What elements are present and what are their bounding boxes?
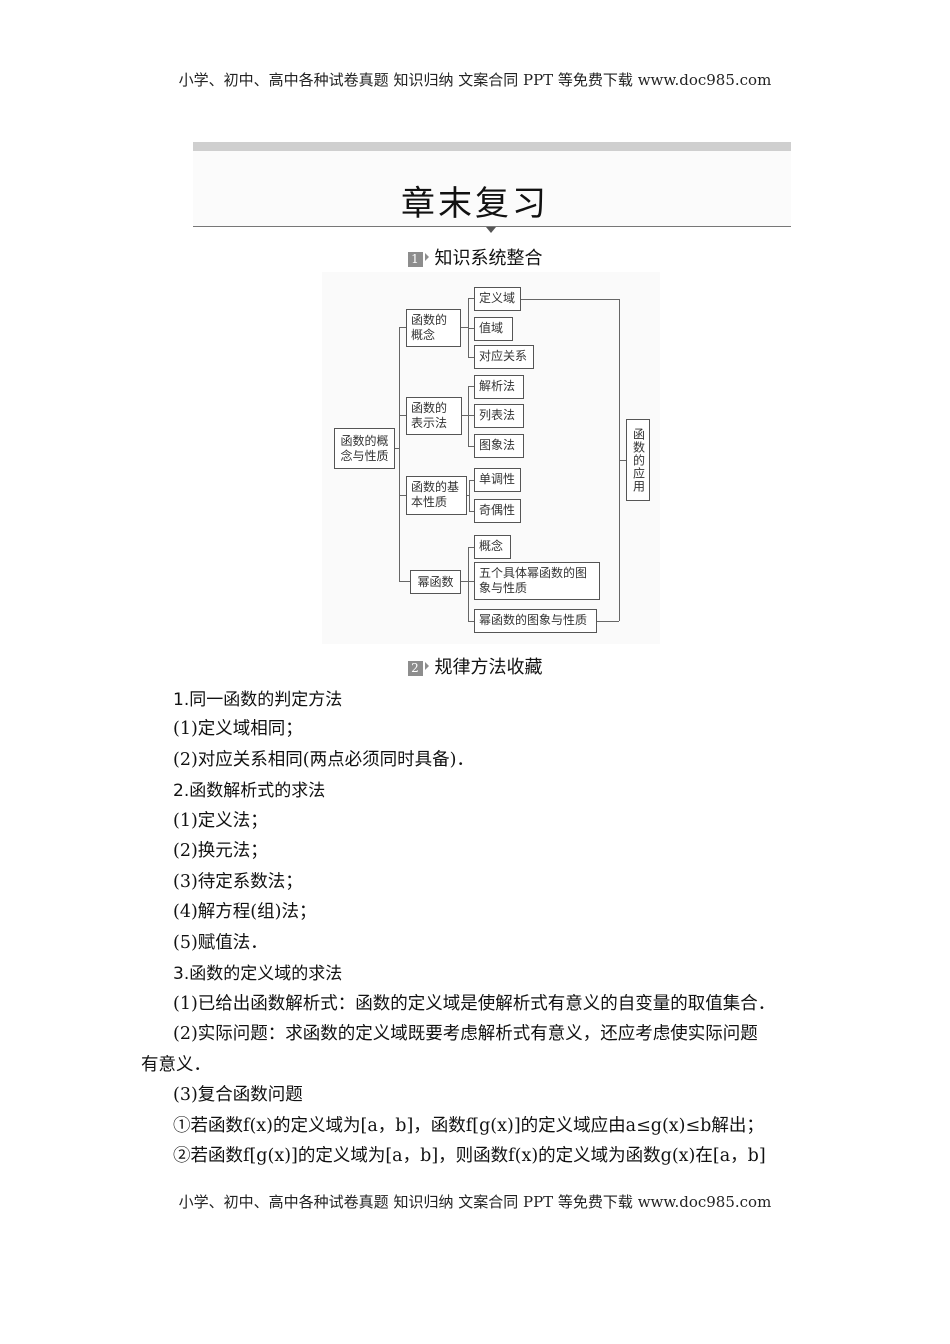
connector (395, 448, 399, 449)
list-item: (1)定义域相同； (173, 719, 303, 739)
connector (468, 328, 474, 329)
leaf-node: 概念 (474, 535, 511, 559)
chapter-banner (193, 142, 791, 226)
badge-arrow-icon (424, 253, 429, 261)
connector (462, 415, 468, 416)
connector (468, 446, 474, 447)
banner-top-bar (193, 142, 791, 151)
paragraph: ②若函数f[g(x)]的定义域为[a，b]，则函数f(x)的定义域为函数g(x)… (173, 1146, 766, 1166)
leaf-node: 对应关系 (474, 345, 534, 369)
branch-node-concept: 函数的概念 (406, 309, 461, 347)
connector (469, 480, 470, 511)
connector (461, 581, 468, 582)
knowledge-structure-diagram: 函数的概念与性质 函数的概念 定义域 值域 对应关系 函数的表示法 解析法 列表… (322, 272, 660, 644)
leaf-node: 幂函数的图象与性质 (474, 609, 597, 633)
connector (468, 386, 474, 387)
connector (399, 327, 400, 581)
connector (399, 327, 406, 328)
section-title: 知识系统整合 (434, 248, 543, 269)
leaf-node: 定义域 (474, 287, 521, 311)
connector (597, 621, 619, 622)
paragraph: (3)复合函数问题 (173, 1085, 303, 1105)
connector (467, 495, 469, 496)
branch-node-properties: 函数的基本性质 (406, 476, 467, 515)
heading-analytic-expression: 2.函数解析式的求法 (173, 781, 326, 801)
connector (469, 480, 474, 481)
connector (468, 298, 474, 299)
connector (619, 460, 626, 461)
diagram-root-node: 函数的概念与性质 (334, 428, 395, 469)
section-title: 规律方法收藏 (434, 657, 543, 678)
connector (468, 357, 474, 358)
connector (469, 511, 474, 512)
list-item: (2)对应关系相同(两点必须同时具备)． (173, 750, 474, 770)
leaf-node: 奇偶性 (474, 499, 521, 523)
branch-node-power-function: 幂函数 (410, 570, 461, 594)
list-item: (3)待定系数法； (173, 872, 303, 892)
banner-arrow-icon (486, 227, 496, 233)
leaf-node: 解析法 (474, 375, 524, 399)
footer-watermark: 小学、初中、高中各种试卷真题 知识归纳 文案合同 PPT 等免费下载 www.d… (178, 1193, 772, 1211)
section-number-badge: 1 (407, 252, 423, 267)
connector (468, 621, 474, 622)
list-item: (5)赋值法． (173, 933, 268, 953)
section-heading-2: 2 规律方法收藏 (0, 653, 950, 679)
connector (468, 547, 469, 622)
connector (468, 415, 474, 416)
list-item: (2)换元法； (173, 841, 268, 861)
paragraph: (2)实际问题：求函数的定义域既要考虑解析式有意义，还应考虑使实际问题 (173, 1024, 758, 1044)
badge-arrow-icon (424, 662, 429, 670)
leaf-node: 图象法 (474, 434, 524, 458)
header-watermark: 小学、初中、高中各种试卷真题 知识归纳 文案合同 PPT 等免费下载 www.d… (178, 71, 772, 89)
section-number-badge: 2 (407, 661, 423, 676)
section-heading-1: 1 知识系统整合 (0, 244, 950, 270)
application-node: 函数的应用 (626, 419, 650, 501)
banner-divider (193, 226, 791, 227)
leaf-node: 五个具体幂函数的图象与性质 (474, 562, 600, 600)
connector (399, 581, 410, 582)
connector (521, 299, 619, 300)
list-item: (1)定义法； (173, 811, 268, 831)
paragraph: 有意义． (141, 1055, 211, 1075)
connector (468, 547, 474, 548)
heading-same-function: 1.同一函数的判定方法 (173, 690, 343, 710)
connector (468, 581, 474, 582)
list-item: (4)解方程(组)法； (173, 902, 317, 922)
paragraph: (1)已给出函数解析式：函数的定义域是使解析式有意义的自变量的取值集合． (173, 994, 776, 1014)
chapter-title: 章末复习 (401, 184, 549, 224)
leaf-node: 单调性 (474, 468, 521, 492)
connector (399, 495, 406, 496)
leaf-node: 列表法 (474, 404, 524, 428)
connector (468, 386, 469, 446)
paragraph: ①若函数f(x)的定义域为[a，b]，函数f[g(x)]的定义域应由a≤g(x)… (173, 1116, 764, 1136)
heading-domain: 3.函数的定义域的求法 (173, 964, 343, 984)
branch-node-representation: 函数的表示法 (406, 397, 462, 435)
leaf-node: 值域 (474, 317, 513, 341)
connector (461, 327, 468, 328)
connector (468, 298, 469, 357)
connector (399, 415, 406, 416)
